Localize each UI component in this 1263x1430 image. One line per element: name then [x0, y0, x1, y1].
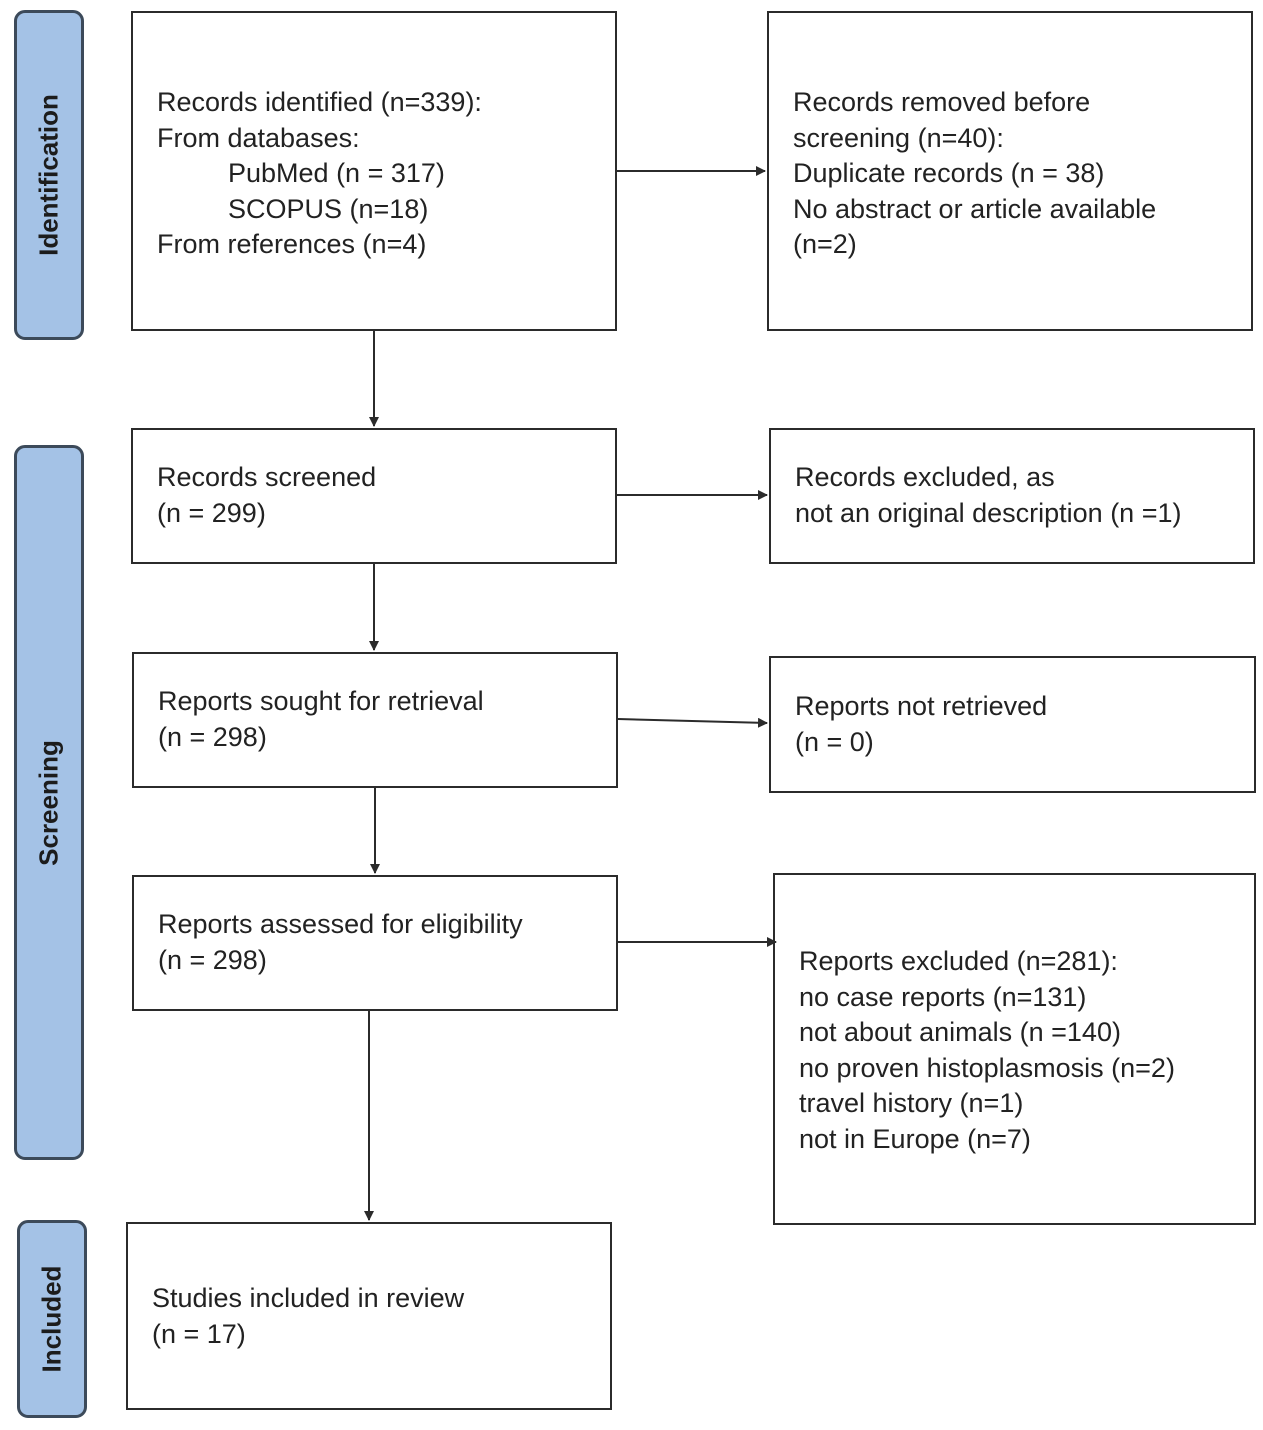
records-screened-box: Records screened (n = 299) — [131, 428, 617, 564]
records-removed-no-abstract: No abstract or article available — [793, 193, 1157, 224]
studies-included-label: Studies included in review — [152, 1283, 465, 1313]
reports-sought-box: Reports sought for retrieval (n = 298) — [132, 652, 618, 788]
records-screened-label: Records screened — [157, 462, 377, 492]
phase-identification: Identification — [14, 10, 84, 340]
records-excluded-reason: not an original description (n =1) — [795, 497, 1182, 528]
records-identified-databases: From databases: — [157, 122, 360, 153]
reports-excluded-no-histoplasmosis: no proven histoplasmosis (n=2) — [799, 1052, 1175, 1083]
reports-excluded-box: Reports excluded (n=281): no case report… — [773, 873, 1256, 1225]
records-identified-scopus: SCOPUS (n=18) — [228, 193, 429, 224]
records-excluded-box: Records excluded, as not an original des… — [769, 428, 1255, 564]
studies-included-box: Studies included in review (n = 17) — [126, 1222, 612, 1410]
records-removed-no-abstract-count: (n=2) — [793, 229, 857, 259]
reports-assessed-box: Reports assessed for eligibility (n = 29… — [132, 875, 618, 1011]
reports-excluded-no-case-reports: no case reports (n=131) — [799, 981, 1087, 1012]
records-identified-box: Records identified (n=339): From databas… — [131, 11, 617, 331]
reports-excluded-not-animals: not about animals (n =140) — [799, 1017, 1121, 1047]
reports-excluded-total: Reports excluded (n=281): — [799, 946, 1118, 976]
records-removed-line-1: Records removed before — [793, 87, 1091, 117]
studies-included-count: (n = 17) — [152, 1318, 246, 1349]
records-identified-references: From references (n=4) — [157, 229, 427, 259]
records-identified-total: Records identified (n=339): — [157, 87, 482, 117]
reports-assessed-count: (n = 298) — [158, 944, 267, 975]
reports-sought-label: Reports sought for retrieval — [158, 686, 484, 716]
reports-not-retrieved-box: Reports not retrieved (n = 0) — [769, 656, 1256, 793]
reports-excluded-travel-history: travel history (n=1) — [799, 1088, 1024, 1118]
phase-included: Included — [17, 1220, 87, 1418]
reports-not-retrieved-count: (n = 0) — [795, 726, 874, 757]
arrow-sought-to-not-retrieved — [617, 717, 768, 728]
reports-excluded-not-europe: not in Europe (n=7) — [799, 1123, 1031, 1154]
reports-assessed-label: Reports assessed for eligibility — [158, 909, 523, 939]
records-removed-box: Records removed before screening (n=40):… — [767, 11, 1253, 331]
records-screened-count: (n = 299) — [157, 497, 266, 528]
reports-sought-count: (n = 298) — [158, 721, 267, 752]
records-removed-duplicates: Duplicate records (n = 38) — [793, 158, 1105, 188]
records-identified-pubmed: PubMed (n = 317) — [228, 158, 445, 188]
records-removed-line-2: screening (n=40): — [793, 122, 1004, 153]
reports-not-retrieved-label: Reports not retrieved — [795, 691, 1048, 721]
phase-screening: Screening — [14, 445, 84, 1160]
records-excluded-label: Records excluded, as — [795, 462, 1055, 492]
